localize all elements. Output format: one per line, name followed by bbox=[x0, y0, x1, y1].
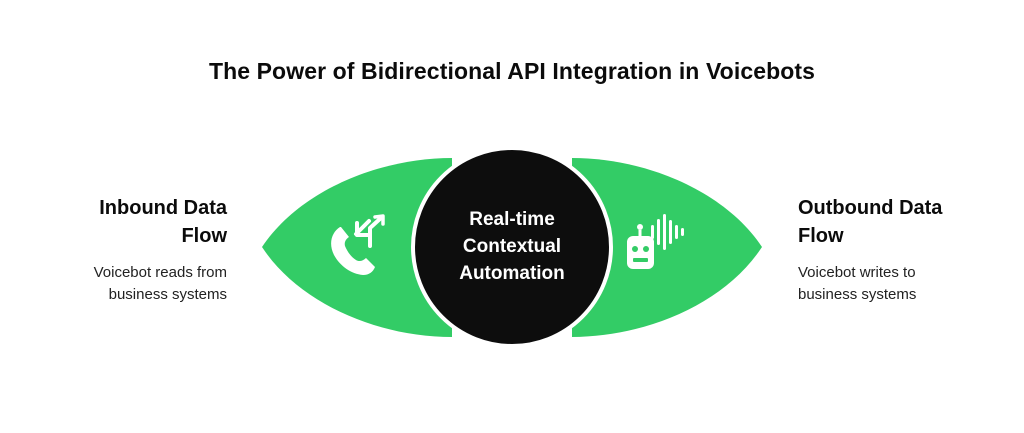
center-circle bbox=[411, 146, 613, 348]
inbound-heading-line2: Flow bbox=[181, 225, 227, 247]
page-title: The Power of Bidirectional API Integrati… bbox=[208, 58, 816, 84]
center-label-line1: Real-time bbox=[469, 209, 555, 230]
outbound-heading-line2: Flow bbox=[798, 225, 844, 247]
inbound-lens-shape bbox=[262, 158, 452, 337]
outbound-desc-line1: Voicebot writes to bbox=[798, 264, 916, 281]
outbound-desc-line2: business systems bbox=[798, 286, 917, 303]
inbound-heading-line1: Inbound Data bbox=[99, 197, 227, 219]
inbound-desc-line1: Voicebot reads from bbox=[93, 264, 227, 281]
outbound-heading-line1: Outbound Data bbox=[798, 197, 943, 219]
outbound-lens-shape bbox=[572, 158, 762, 337]
voice-robot-icon bbox=[627, 214, 684, 269]
center-label-line3: Automation bbox=[459, 263, 565, 284]
center-label: Real-time Contextual Automation bbox=[422, 206, 602, 287]
inbound-desc-line2: business systems bbox=[108, 286, 227, 303]
incoming-call-icon bbox=[331, 214, 385, 275]
inbound-heading: Inbound Data Flow bbox=[27, 194, 227, 250]
inbound-description: Voicebot reads from business systems bbox=[27, 262, 227, 306]
center-label-line2: Contextual bbox=[462, 236, 562, 257]
outbound-description: Voicebot writes to business systems bbox=[798, 262, 998, 306]
outbound-heading: Outbound Data Flow bbox=[798, 194, 998, 250]
